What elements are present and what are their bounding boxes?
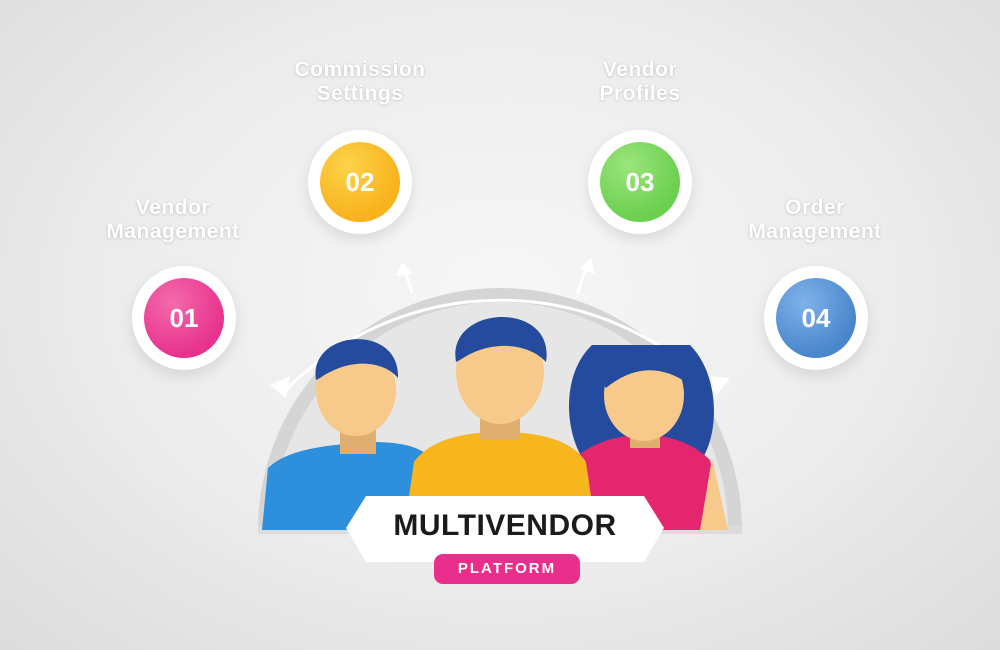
platform-badge: PLATFORM xyxy=(434,554,580,584)
step-number-02: 02 xyxy=(320,142,400,222)
step-number-03: 03 xyxy=(600,142,680,222)
step-number-04: 04 xyxy=(776,278,856,358)
step-label-01: Vendor Management xyxy=(106,196,240,243)
step-circle-03: 03 xyxy=(588,130,692,234)
step-circle-04: 04 xyxy=(764,266,868,370)
arrow-head-03-icon xyxy=(580,258,595,274)
title-plate xyxy=(346,496,664,562)
step-label-02: Commission Settings xyxy=(294,58,426,105)
step-label-03: Vendor Profiles xyxy=(599,58,681,105)
woman-hair-fringe xyxy=(600,346,690,388)
step-circle-02: 02 xyxy=(308,130,412,234)
arrow-head-right-icon xyxy=(710,376,730,396)
man-left-hair xyxy=(315,339,399,380)
step-number-01: 01 xyxy=(144,278,224,358)
step-label-04: Order Management xyxy=(748,196,882,243)
arrow-head-02-icon xyxy=(396,262,412,276)
platform-title: MULTIVENDOR xyxy=(393,509,617,542)
step-circle-01: 01 xyxy=(132,266,236,370)
arc-tick-03 xyxy=(576,266,588,294)
man-middle-hair xyxy=(455,316,547,362)
arrow-head-left-icon xyxy=(270,376,290,398)
